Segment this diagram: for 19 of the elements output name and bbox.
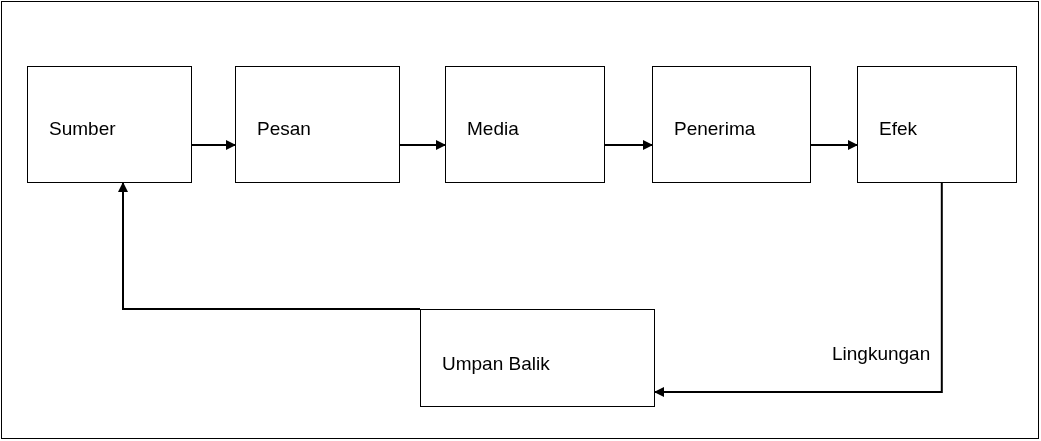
box-label: Penerima (674, 119, 756, 138)
box-label: Sumber (49, 119, 116, 138)
arrow (399, 140, 446, 150)
arrow (118, 182, 421, 310)
process-box (652, 66, 811, 183)
box-label: Lingkungan (832, 344, 931, 363)
process-box (235, 66, 400, 183)
box-label: Umpan Balik (442, 354, 550, 373)
process-box (420, 309, 655, 407)
process-box (445, 66, 605, 183)
arrow (604, 140, 653, 150)
box-label: Media (467, 119, 519, 138)
arrow (810, 140, 858, 150)
arrow (654, 182, 943, 397)
process-box (27, 66, 192, 183)
box-label: Pesan (257, 119, 311, 138)
process-box (857, 66, 1017, 183)
arrow (191, 140, 236, 150)
box-label: Efek (879, 119, 918, 138)
